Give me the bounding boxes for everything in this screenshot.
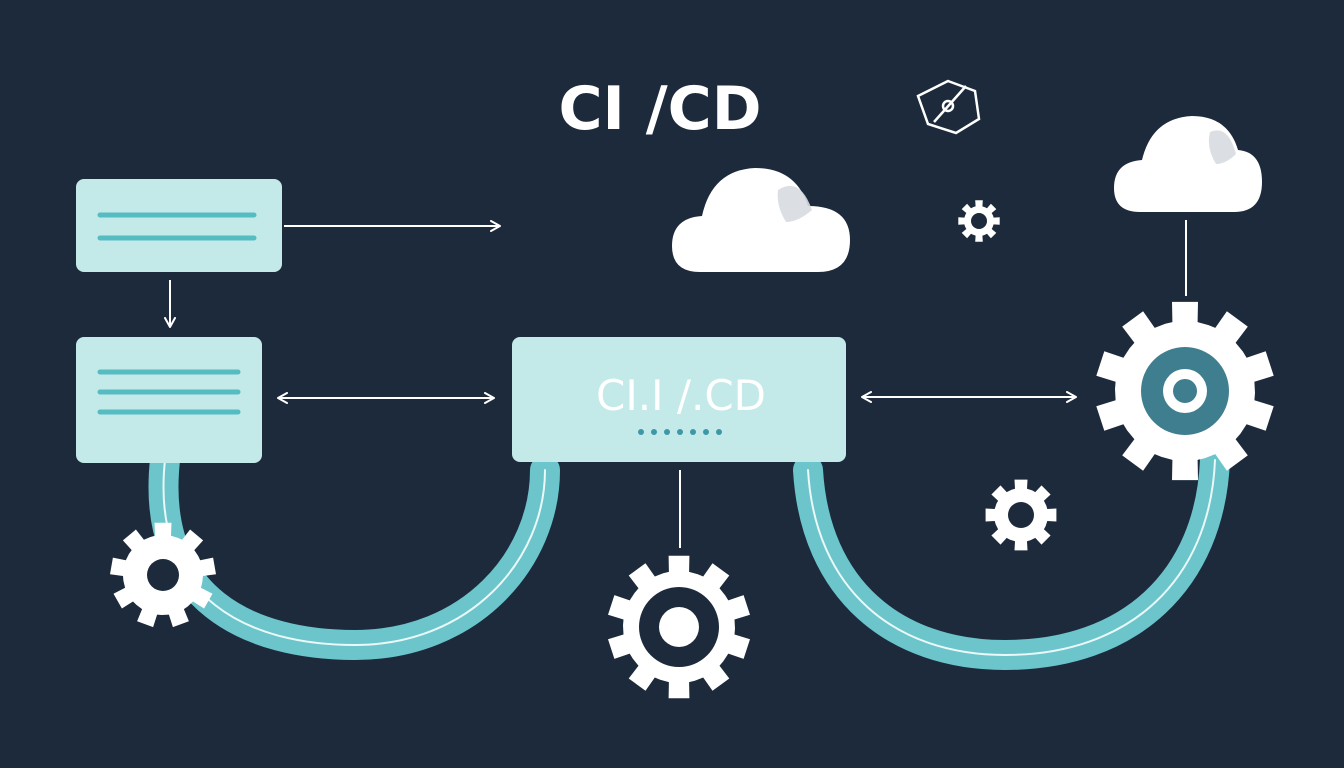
cloud-icon [672, 168, 850, 272]
gear-icon [985, 479, 1057, 551]
hub-label: CI.I /.CD [596, 371, 766, 420]
hub-progress-dots [638, 429, 722, 435]
gear-icon [958, 200, 1000, 242]
ci-cd-hub-card: CI.I /.CD [512, 337, 846, 462]
cloud-icon [1114, 116, 1262, 212]
code-card-top [76, 179, 282, 272]
code-card-bottom [76, 337, 262, 463]
diagram-title: CI /CD [559, 74, 762, 144]
gear-icon [110, 522, 216, 628]
gear-icon [1096, 301, 1274, 481]
hexagon-icon [916, 79, 981, 135]
pipe-right [793, 445, 1230, 671]
gear-icon [608, 555, 750, 699]
